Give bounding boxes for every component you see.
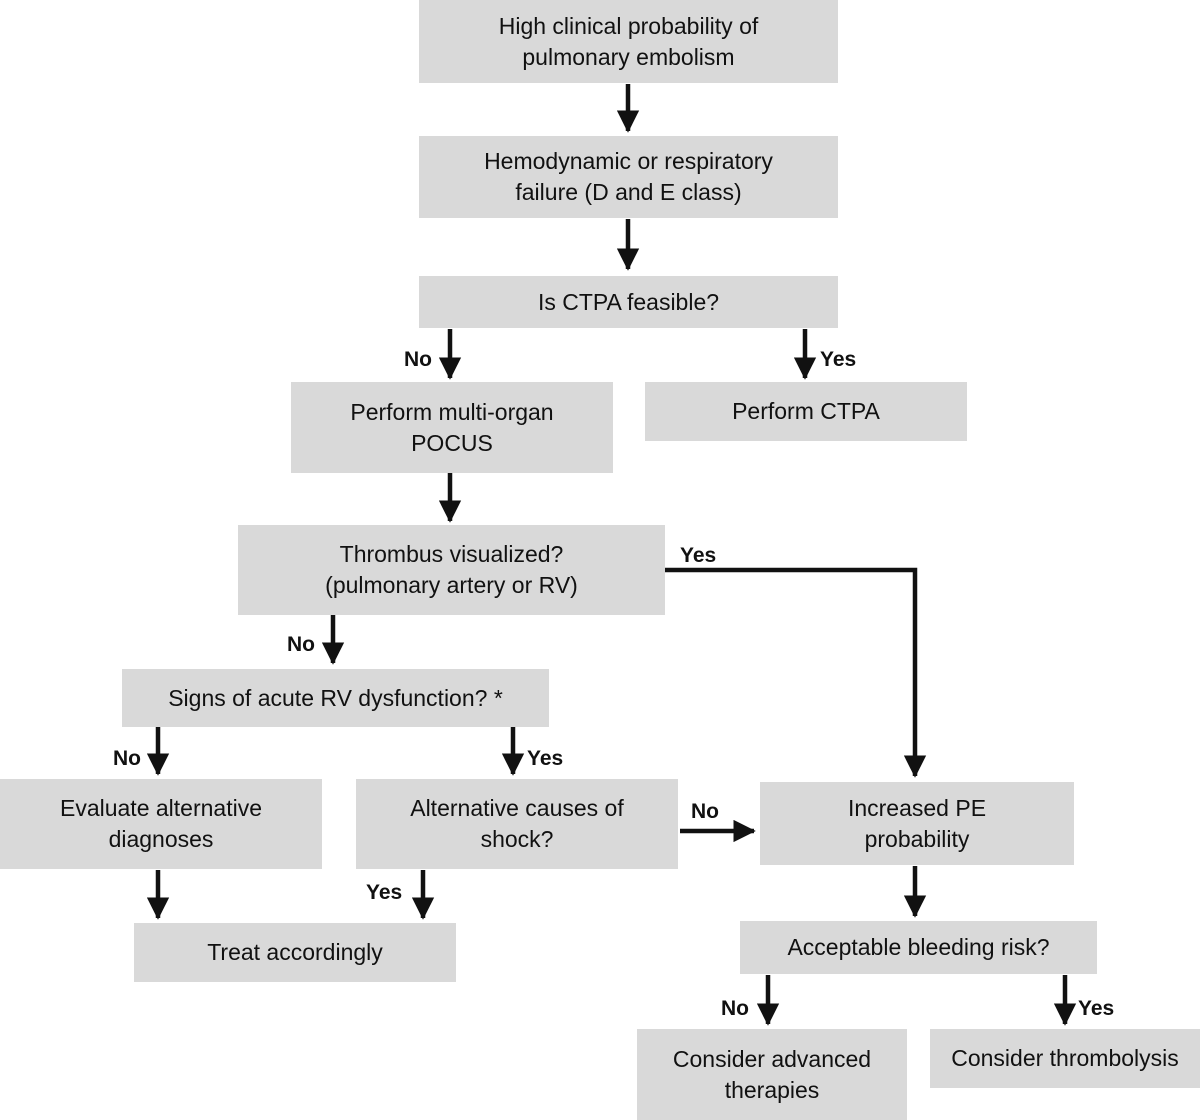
node-high-clinical-probability: High clinical probability of pulmonary e… — [419, 0, 838, 83]
node-hemodynamic-failure: Hemodynamic or respiratory failure (D an… — [419, 136, 838, 218]
node-rv-dysfunction: Signs of acute RV dysfunction? * — [122, 669, 549, 727]
label-ctpa-yes: Yes — [820, 348, 857, 371]
node-ctpa-feasible: Is CTPA feasible? — [419, 276, 838, 328]
node-evaluate-alternatives: Evaluate alternative diagnoses — [0, 779, 322, 869]
arrow-n6-n10 — [662, 567, 927, 778]
node-thrombus-visualized: Thrombus visualized? (pulmonary artery o… — [238, 525, 665, 615]
node-advanced-therapies: Consider advanced therapies — [637, 1029, 907, 1120]
label-ctpa-no: No — [404, 348, 432, 371]
node-bleeding-risk: Acceptable bleeding risk? — [740, 921, 1097, 974]
node-thrombolysis: Consider thrombolysis — [930, 1029, 1200, 1088]
label-rv-no: No — [113, 747, 141, 770]
node-perform-ctpa: Perform CTPA — [645, 382, 967, 441]
node-treat-accordingly: Treat accordingly — [134, 923, 456, 982]
label-bleeding-yes: Yes — [1078, 997, 1115, 1020]
label-rv-yes: Yes — [527, 747, 564, 770]
node-perform-pocus: Perform multi-organ POCUS — [291, 382, 613, 473]
node-alternative-causes-shock: Alternative causes of shock? — [356, 779, 678, 869]
label-shock-yes: Yes — [366, 881, 403, 904]
label-thrombus-yes: Yes — [680, 544, 717, 567]
label-bleeding-no: No — [721, 997, 749, 1020]
label-thrombus-no: No — [287, 633, 315, 656]
label-shock-no: No — [691, 800, 719, 823]
node-increased-pe-probability: Increased PE probability — [760, 782, 1074, 865]
